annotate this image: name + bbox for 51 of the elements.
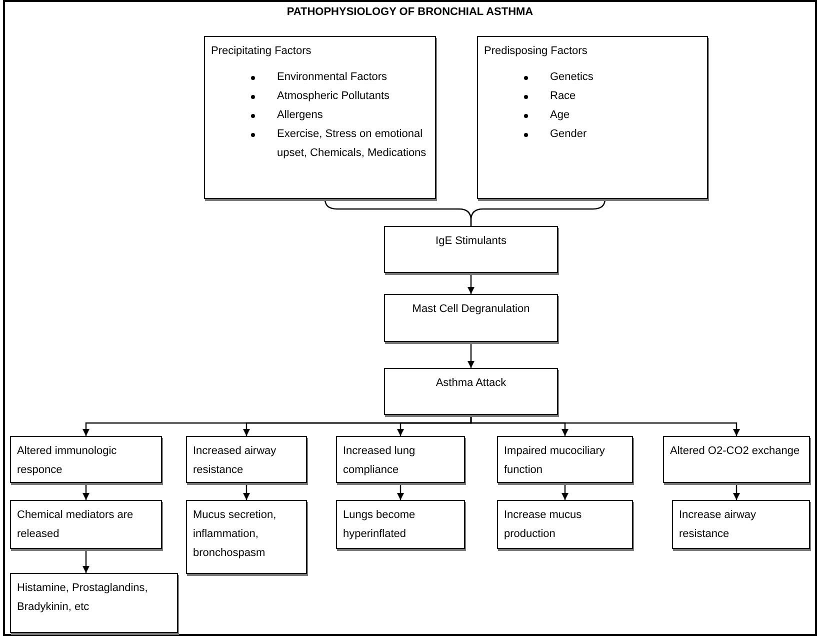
list-item: Atmospheric Pollutants <box>277 89 390 104</box>
box-text: Impaired mucociliary function <box>504 444 606 478</box>
list-item: Allergens <box>277 108 323 123</box>
arrow <box>470 415 740 436</box>
box-heading: Predisposing Factors <box>484 44 588 59</box>
process-box <box>186 500 307 574</box>
box-text: Chemical mediators are released <box>17 508 134 542</box>
box-text: Altered O2-CO2 exchange <box>670 444 801 459</box>
process-box <box>477 36 708 199</box>
process-box <box>497 436 633 483</box>
arrow <box>82 549 90 573</box>
process-box <box>204 36 436 199</box>
list-item: Race <box>550 89 576 104</box>
process-box <box>663 436 810 483</box>
list-item: Exercise, Stress on emotional upset, Chemicals, Medications <box>277 127 428 161</box>
process-box <box>10 500 162 549</box>
list-item: Gender <box>550 127 587 142</box>
process-box <box>384 294 558 342</box>
box-text: Asthma Attack <box>434 376 508 391</box>
box-text: Increased airway resistance <box>193 444 278 478</box>
arrow <box>82 483 90 500</box>
box-text: Lungs become hyperinflated <box>343 508 416 542</box>
process-box <box>336 436 465 483</box>
arrow <box>396 483 404 500</box>
arrow <box>467 342 475 368</box>
process-box <box>672 500 810 549</box>
list-item: Age <box>550 108 570 123</box>
arrow <box>561 483 569 500</box>
box-text: Increased lung compliance <box>343 444 416 478</box>
box-text: Altered immunologic responce <box>17 444 118 478</box>
box-text: Mast Cell Degranulation <box>411 302 531 317</box>
list-item: Environmental Factors <box>277 70 388 85</box>
box-text: Mucus secretion, inflammation, bronchospasm <box>193 508 278 561</box>
process-box <box>186 436 307 483</box>
arrow <box>242 483 250 500</box>
list-item: Genetics <box>550 70 594 85</box>
process-box <box>10 436 162 483</box>
box-text: Increase airway resistance <box>679 508 758 542</box>
brace-connector <box>470 198 606 226</box>
process-box <box>10 573 178 633</box>
arrow <box>732 483 740 500</box>
process-box <box>384 368 558 415</box>
arrow <box>467 273 475 294</box>
box-text: IgE Stimulants <box>434 234 508 249</box>
process-box <box>336 500 465 549</box>
process-box <box>497 500 633 549</box>
diagram-title: PATHOPHYSIOLOGY OF BRONCHIAL ASTHMA <box>286 5 534 20</box>
process-box <box>384 226 558 273</box>
box-text: Histamine, Prostaglandins, Bradykinin, etc <box>17 581 149 615</box>
box-text: Increase mucus production <box>504 508 583 542</box>
box-heading: Precipitating Factors <box>211 44 312 59</box>
